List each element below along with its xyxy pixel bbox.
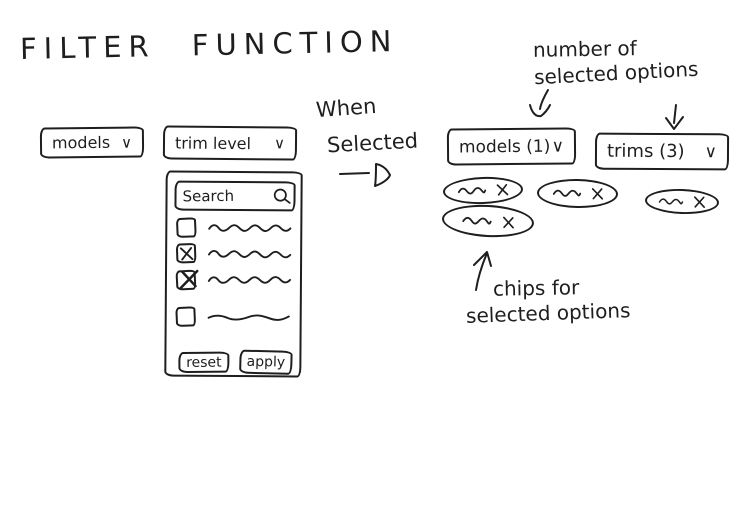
checkbox-icon[interactable] [175, 217, 197, 239]
magnifier-icon [273, 188, 291, 204]
trims-selected-label: trims (3) [606, 140, 685, 163]
chevron-down-icon: ∨ [120, 133, 133, 152]
arrow-right-icon [339, 163, 391, 187]
reset-button[interactable]: reset [178, 351, 230, 374]
filter-dropdown-panel: reset apply [164, 170, 303, 378]
trim-level-filter-label: trim level [174, 133, 252, 153]
models-filter-label: models [51, 132, 111, 153]
checkbox-icon[interactable] [175, 242, 197, 264]
selected-option-chip[interactable] [536, 178, 619, 209]
chip-label-squiggle [457, 187, 487, 195]
option-label-squiggle [207, 314, 290, 321]
annotation-number-of-line1: number of [532, 36, 637, 62]
option-row-3[interactable] [175, 269, 292, 291]
selected-option-chip[interactable] [441, 202, 535, 240]
arrow-down-icon [529, 89, 551, 118]
trim-level-filter-button[interactable]: trim level ∨ [162, 125, 298, 161]
search-field[interactable] [174, 180, 296, 212]
annotation-chips-line2: selected options [465, 298, 631, 328]
option-list [168, 173, 301, 328]
annotation-chips-line1: chips for [492, 275, 580, 301]
option-label-squiggle [208, 250, 292, 259]
option-label-squiggle [207, 276, 292, 284]
option-label-squiggle [208, 224, 292, 232]
selected-option-chip[interactable] [644, 187, 720, 216]
option-row-2[interactable] [175, 242, 292, 265]
checkbox-icon[interactable] [175, 306, 197, 328]
arrow-up-icon [473, 251, 492, 291]
models-selected-label: models (1) [458, 136, 551, 157]
chip-label-squiggle [552, 189, 581, 197]
models-selected-filter-button[interactable]: models (1) ∨ [446, 127, 577, 166]
models-filter-button[interactable]: models ∨ [39, 126, 145, 159]
search-input[interactable] [182, 186, 269, 206]
apply-button[interactable]: apply [239, 349, 293, 375]
arrow-down-icon [665, 104, 684, 130]
trims-selected-filter-button[interactable]: trims (3) ∨ [594, 132, 730, 171]
chip-label-squiggle [462, 216, 492, 225]
annotation-when-selected-line1: When [315, 93, 378, 123]
annotation-when-selected-line2: Selected [326, 128, 419, 158]
chevron-down-icon: ∨ [273, 134, 286, 153]
chip-remove-x-icon[interactable] [590, 187, 603, 200]
check-x-icon [179, 269, 199, 290]
page-title: FILTER FUNCTION [19, 24, 399, 66]
chip-remove-x-icon[interactable] [693, 195, 706, 208]
chip-label-squiggle [658, 197, 684, 205]
option-row-1[interactable] [175, 217, 292, 239]
annotation-number-of-line2: selected options [533, 56, 699, 90]
option-row-4[interactable] [175, 306, 292, 328]
chevron-down-icon: ∨ [551, 136, 565, 157]
check-x-icon [179, 247, 194, 261]
chevron-down-icon: ∨ [704, 141, 718, 162]
checkbox-icon[interactable] [175, 269, 199, 291]
apply-button-label: apply [246, 353, 286, 371]
reset-button-label: reset [186, 354, 222, 371]
chip-remove-x-icon[interactable] [502, 215, 516, 229]
selected-option-chip[interactable] [442, 175, 524, 206]
chip-remove-x-icon[interactable] [496, 183, 509, 196]
